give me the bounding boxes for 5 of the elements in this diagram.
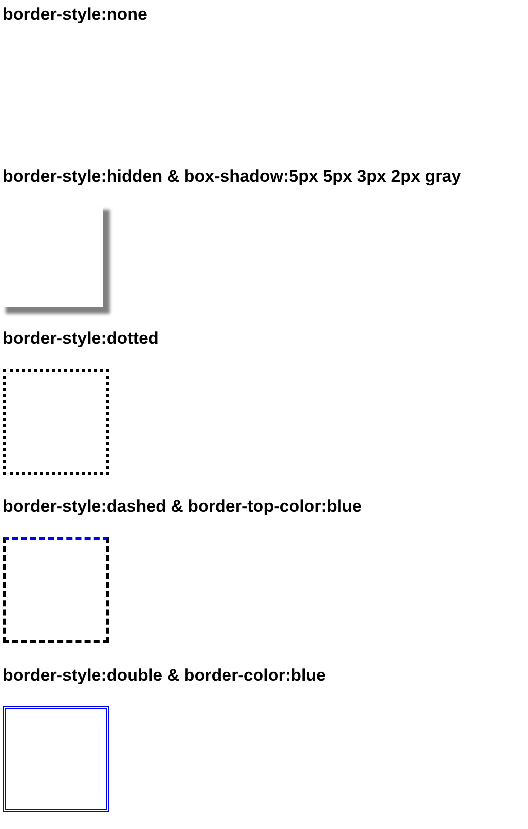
heading: border-style:dashed & border-top-color:blue — [3, 496, 362, 518]
heading: border-style:dotted — [3, 328, 159, 350]
heading: border-style:hidden & box-shadow:5px 5px 3px 2px gray — [3, 166, 462, 188]
heading: border-style:none — [3, 4, 148, 26]
heading: border-style:double & border-color:blue — [3, 665, 326, 687]
